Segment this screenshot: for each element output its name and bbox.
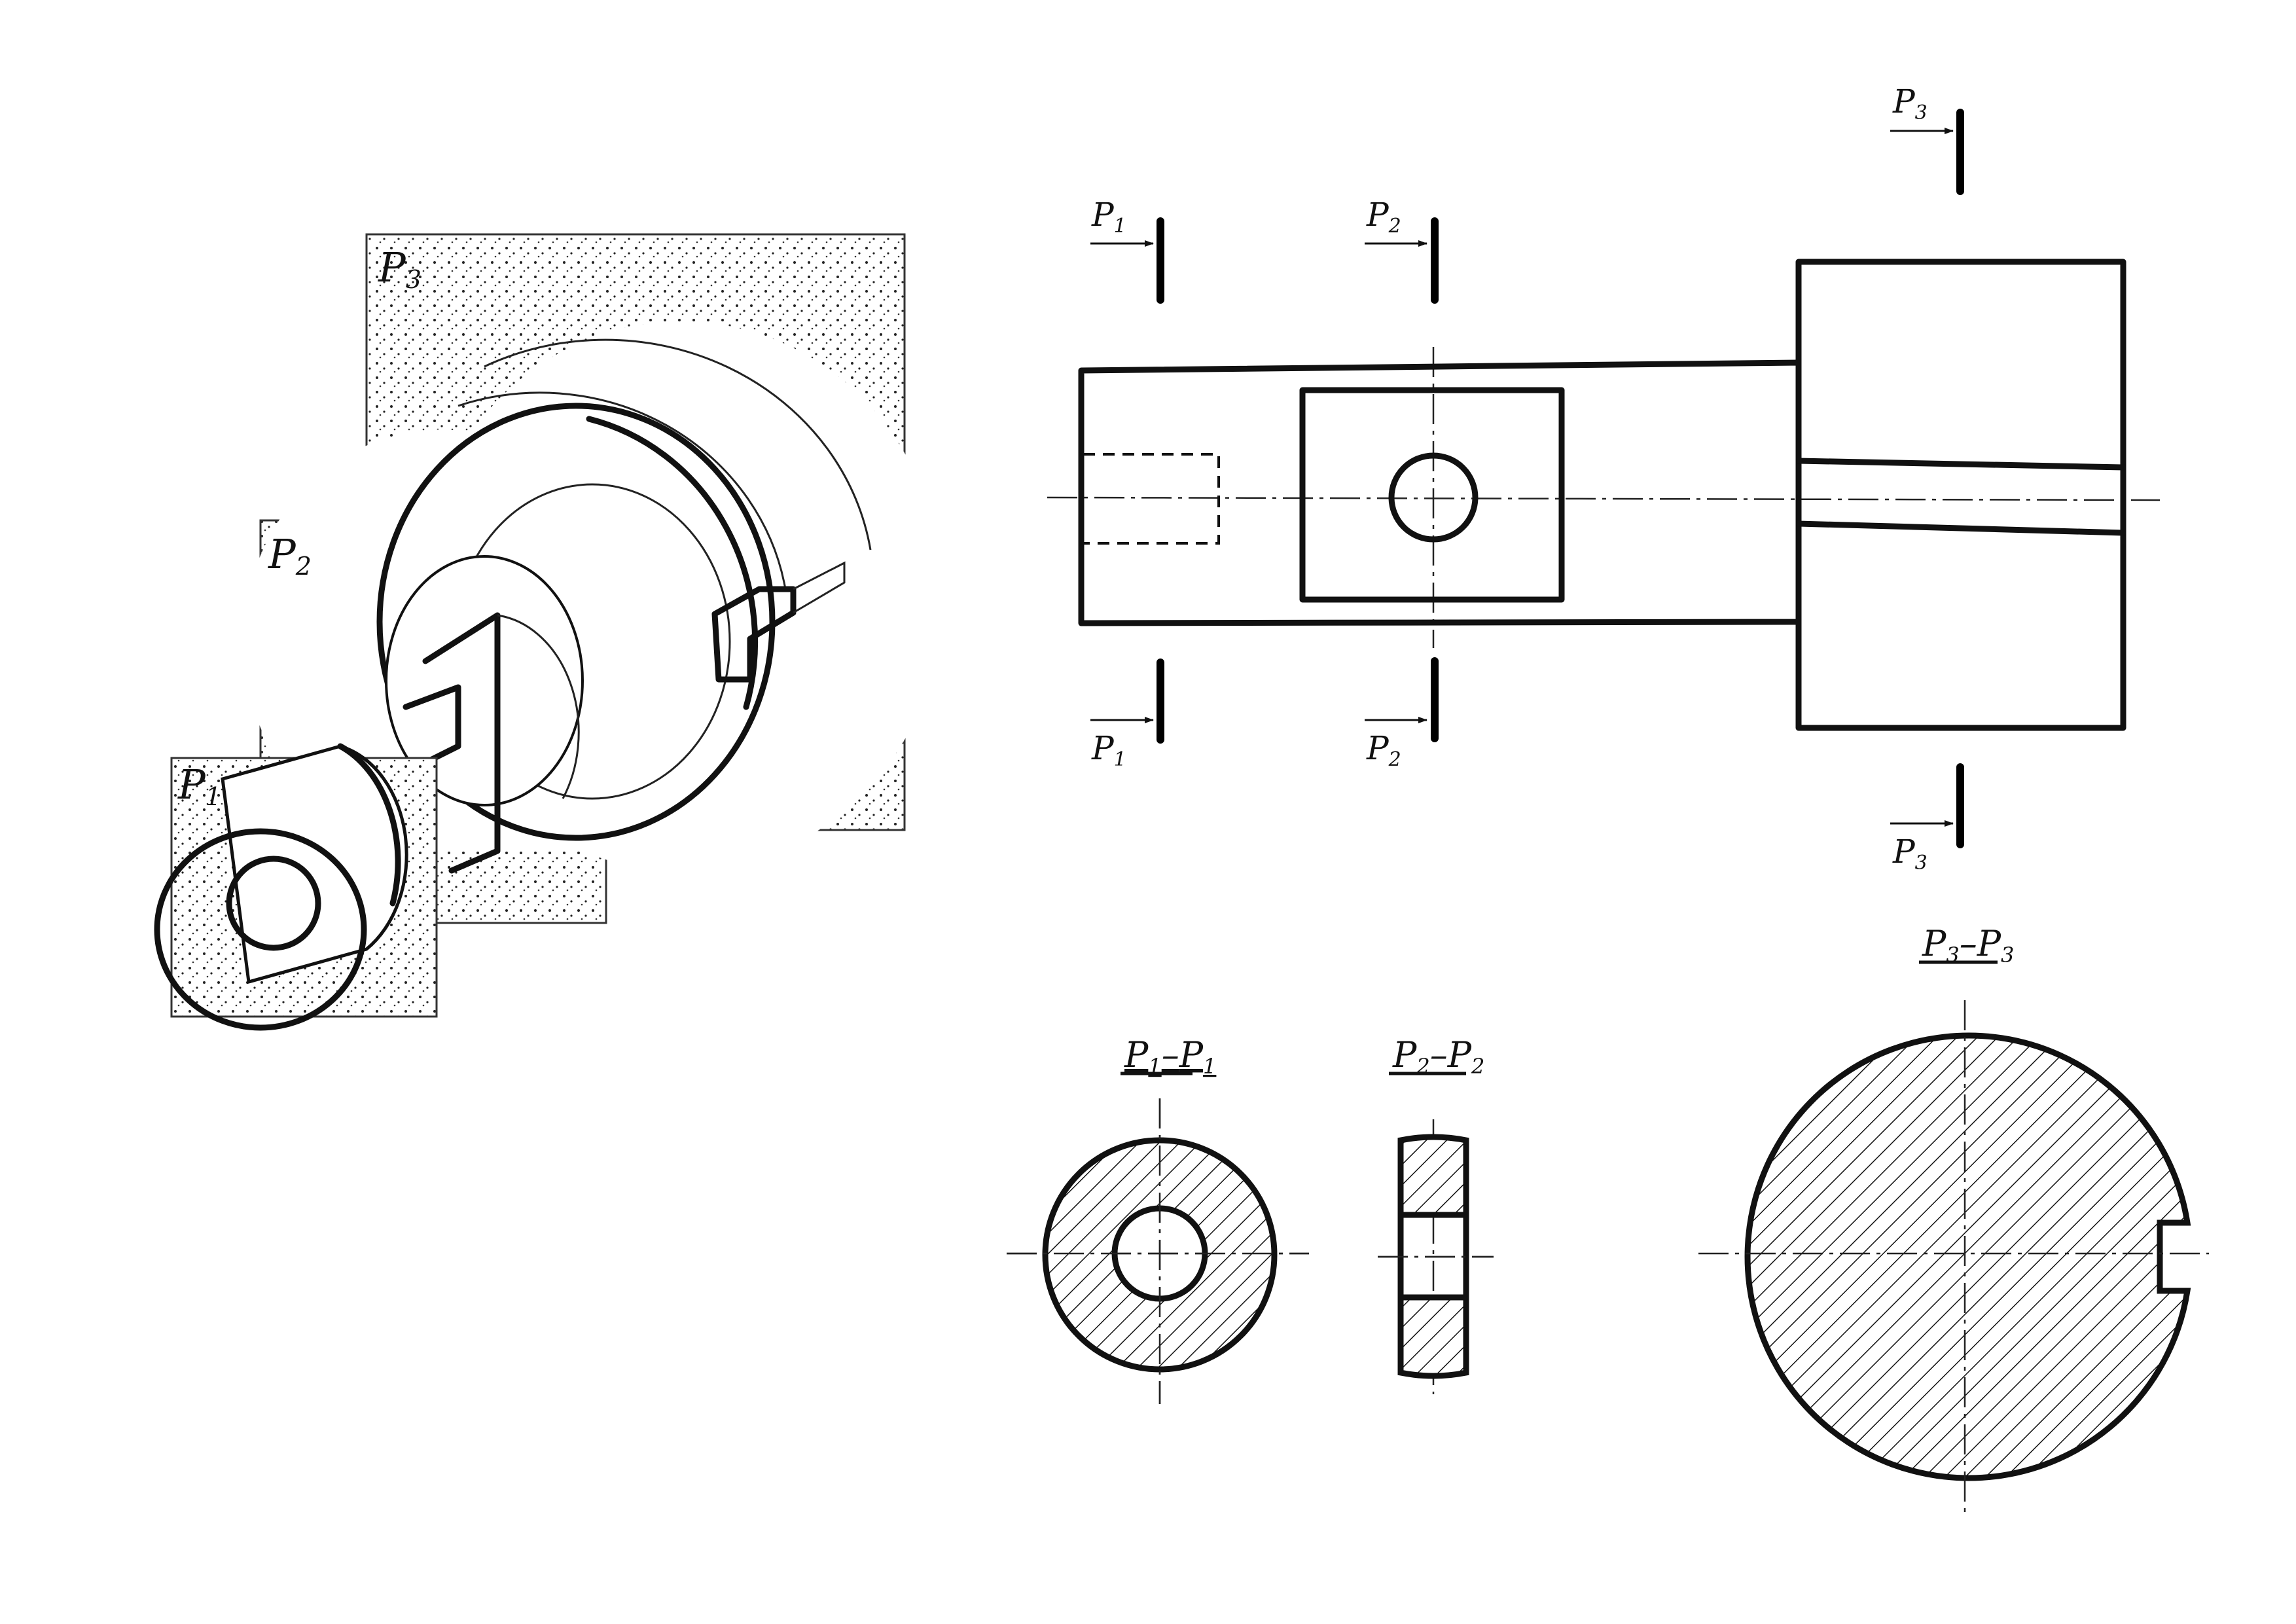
svg-text:P2: P2 <box>268 530 312 581</box>
cut-label-p3-bottom: P <box>1892 833 1916 871</box>
cut-marker-p3 <box>1890 109 1964 848</box>
cut-label-p1-top: P <box>1091 196 1115 234</box>
cut-label-p2-bottom-sub: 2 <box>1388 748 1401 771</box>
section-p1-p1: P1–P1 <box>1007 1034 1309 1404</box>
cut-label-p2-top-sub: 2 <box>1388 215 1401 238</box>
cut-label-p3-bottom-sub: 3 <box>1915 852 1928 875</box>
section-2-label-b: P <box>1447 1034 1473 1075</box>
iso-label-p2-sub: 2 <box>295 552 312 581</box>
cut-label-p2-top: P <box>1366 196 1390 234</box>
svg-text:P3: P3 <box>378 244 422 294</box>
iso-label-p2: P <box>268 530 296 578</box>
section-p3-p3: P3–P3 <box>1698 923 2209 1513</box>
keyway-top <box>1795 458 2126 471</box>
iso-label-p1: P <box>177 761 206 808</box>
section-3-label-a: P <box>1922 923 1947 964</box>
keyway-bottom <box>1795 520 2126 536</box>
section-p2-upper <box>1397 1134 1469 1218</box>
section-p1-ring <box>1045 1140 1274 1369</box>
svg-text:P2: P2 <box>1366 196 1401 238</box>
section-1-label-b-sub: 1 <box>1203 1054 1216 1079</box>
front-view: P1 P1 P2 P2 P3 P3 <box>1047 82 2161 875</box>
shaft-outline <box>1078 359 1802 626</box>
cut-marker-p2 <box>1365 217 1439 742</box>
iso-front-cylinder <box>154 743 408 1031</box>
cut-label-p3-top: P <box>1892 82 1916 120</box>
section-1-label-a: P <box>1124 1034 1149 1075</box>
section-2-label-b-sub: 2 <box>1471 1054 1484 1079</box>
svg-text:P2: P2 <box>1366 729 1401 771</box>
svg-text:P3: P3 <box>1892 833 1928 875</box>
section-1-label-b: P <box>1179 1034 1204 1075</box>
cut-label-p1-bottom: P <box>1091 729 1115 767</box>
flat-rectangle <box>1299 387 1565 603</box>
section-3-label-dash: – <box>1960 923 1977 964</box>
cut-label-p1-top-sub: 1 <box>1114 215 1126 238</box>
cross-hole <box>1388 452 1479 543</box>
section-2-label-dash: – <box>1430 1034 1448 1075</box>
svg-text:P1: P1 <box>177 761 221 811</box>
section-p2-lower <box>1397 1294 1469 1379</box>
section-3-label-b-sub: 3 <box>2001 943 2014 967</box>
section-p3-disc <box>1744 1032 2191 1481</box>
cut-label-p3-top-sub: 3 <box>1915 101 1928 124</box>
cut-label-p2-bottom: P <box>1366 729 1390 767</box>
cut-label-p1-bottom-sub: 1 <box>1114 748 1126 771</box>
iso-label-p1-sub: 1 <box>206 782 221 811</box>
section-3-label-b: P <box>1977 923 2002 964</box>
section-1-label-dash: – <box>1162 1034 1179 1075</box>
iso-label-p3: P <box>378 244 406 291</box>
cut-marker-p1 <box>1090 217 1164 744</box>
iso-label-p3-sub: 3 <box>406 265 422 294</box>
section-p2-p2: P2–P2 <box>1378 1034 1494 1394</box>
isometric-view: P3 P2 P1 <box>154 233 943 1031</box>
svg-text:P1: P1 <box>1091 729 1126 771</box>
hidden-bore <box>1083 453 1220 545</box>
svg-text:P1: P1 <box>1091 196 1126 238</box>
iso-middle-shaft <box>385 555 584 874</box>
section-2-label-a: P <box>1392 1034 1418 1075</box>
svg-text:P3: P3 <box>1892 82 1928 124</box>
head-outline <box>1795 259 2126 731</box>
